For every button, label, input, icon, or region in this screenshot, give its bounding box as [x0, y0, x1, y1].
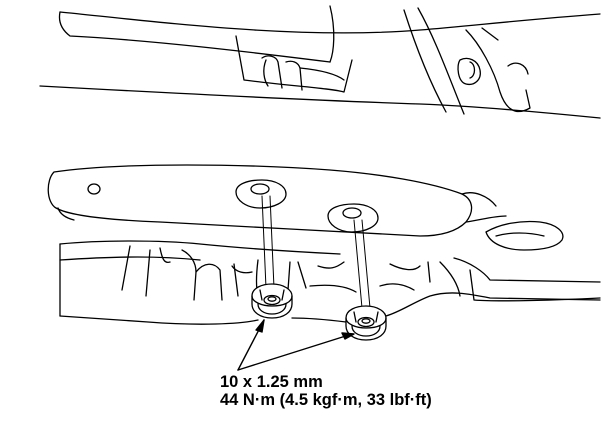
upper-body-panel [39, 5, 601, 119]
bolt-specification-callout: 10 x 1.25 mm 44 N·m (4.5 kgf·m, 33 lbf·f… [220, 373, 432, 409]
torque-spec-label: 44 N·m (4.5 kgf·m, 33 lbf·ft) [220, 391, 432, 409]
arrowhead-left [255, 319, 265, 333]
lower-assembly [59, 240, 601, 325]
callout-leader-arrows [237, 319, 355, 371]
arrowhead-right [341, 332, 355, 340]
frame-crossmember [47, 164, 564, 251]
flange-nut-left [251, 283, 293, 319]
flange-nut-right [345, 305, 387, 341]
upper-bolt-hole-left [235, 179, 287, 209]
nut-size-label: 10 x 1.25 mm [220, 373, 323, 391]
alignment-lines [261, 195, 371, 309]
upper-bolt-hole-right [327, 203, 379, 233]
